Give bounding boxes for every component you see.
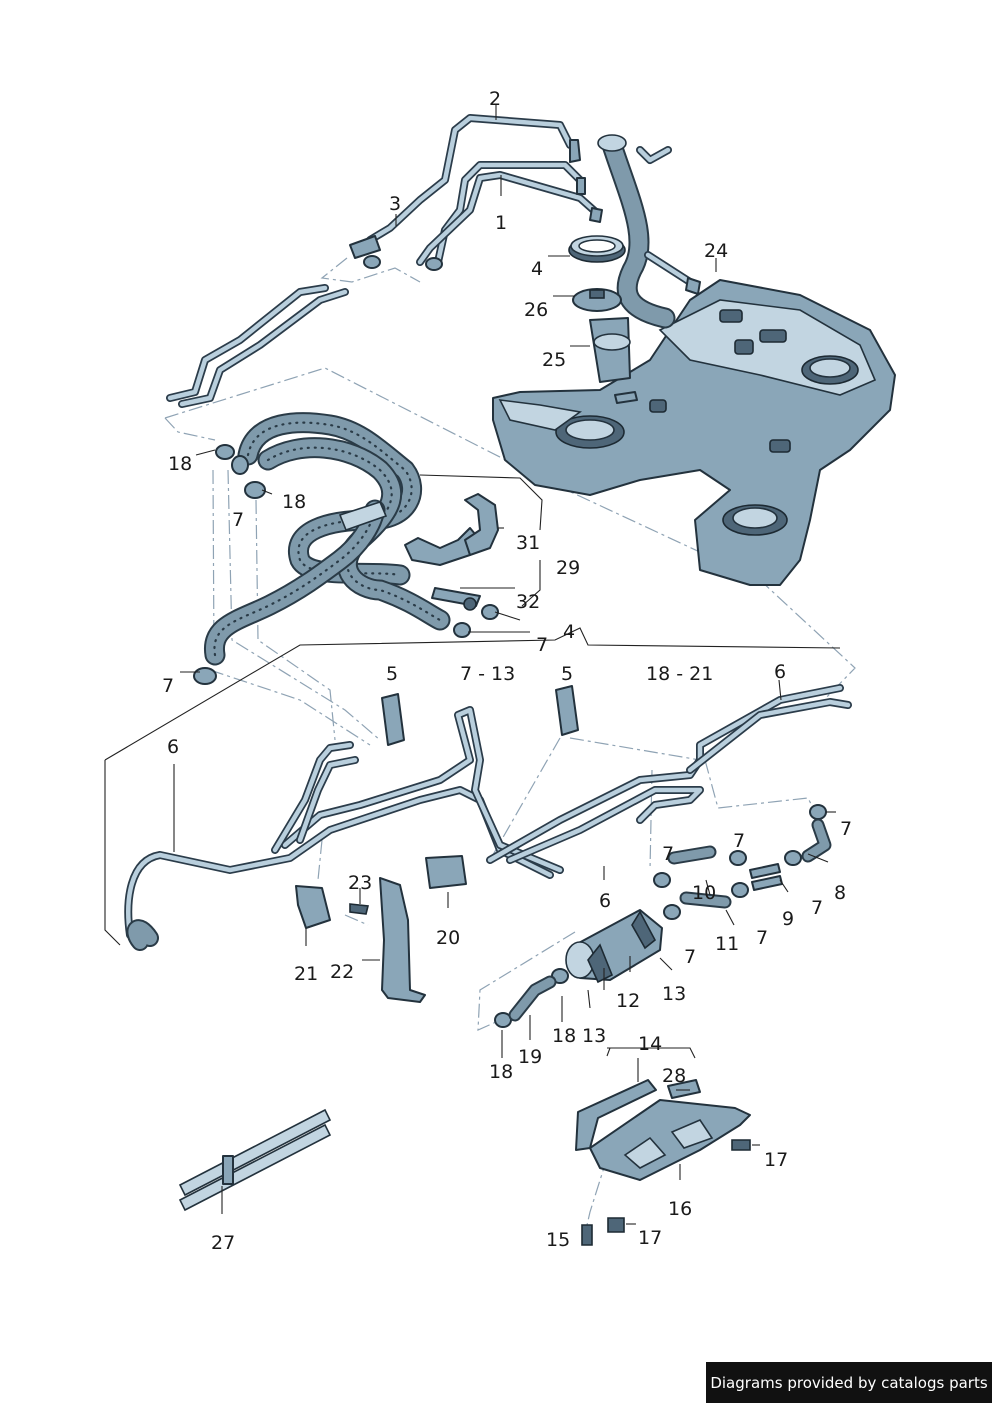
callout-17-a: 17 [764,1149,788,1171]
callout-27: 27 [211,1232,235,1254]
callout-18-b: 18 [282,491,306,513]
upper-vent-lines [166,114,603,408]
callout-labels: 1 2 3 4 24 26 25 18 18 7 31 29 32 4 7 7 … [162,88,852,1254]
leader-lines [173,104,836,1225]
callout-13-b: 13 [582,1025,606,1047]
fill-hose-assembly [204,412,451,666]
callout-7-e: 7 [662,843,674,865]
hose-brackets [404,493,499,611]
callout-6-c: 6 [599,890,611,912]
callout-31: 31 [516,532,540,554]
callout-range-18-21: 18 - 21 [646,663,713,685]
callout-10: 10 [692,882,716,904]
callout-18-a: 18 [168,453,192,475]
callout-26: 26 [524,299,548,321]
hose-clamps [193,444,827,1028]
callout-25: 25 [542,349,566,371]
callout-16: 16 [668,1198,692,1220]
callout-7-g: 7 [811,897,823,919]
heat-shield-group [575,1079,751,1246]
callout-6-a: 6 [774,661,786,683]
line-connectors [295,685,579,1003]
callout-18-d: 18 [489,1061,513,1083]
callout-22: 22 [330,961,354,983]
callout-24: 24 [704,240,728,262]
callout-4-upper: 4 [531,258,543,280]
callout-7-c: 7 [162,675,174,697]
callout-7-a: 7 [232,509,244,531]
callout-5-a: 5 [386,663,398,685]
callout-32: 32 [516,591,540,613]
callout-1: 1 [495,212,507,234]
callout-9: 9 [782,908,794,930]
fuel-filter-group [508,818,832,1022]
callout-29: 29 [556,557,580,579]
callout-4-lower: 4 [563,621,575,643]
callout-3: 3 [389,193,401,215]
callout-13-a: 13 [662,983,686,1005]
callout-18-c: 18 [552,1025,576,1047]
callout-range-7-13: 7 - 13 [460,663,515,685]
callout-7-i: 7 [684,946,696,968]
callout-19: 19 [518,1046,542,1068]
callout-8: 8 [834,882,846,904]
credit-banner: Diagrams provided by catalogs parts [706,1362,992,1403]
callout-14: 14 [638,1033,662,1055]
callout-7-b: 7 [536,634,548,656]
callout-15: 15 [546,1229,570,1251]
callout-23: 23 [348,872,372,894]
callout-12: 12 [616,990,640,1012]
filler-neck [597,134,701,329]
callout-7-d: 7 [840,818,852,840]
callout-7-h: 7 [756,927,768,949]
fuel-line-bundle [124,684,852,951]
callout-11: 11 [715,933,739,955]
callout-5-b: 5 [561,663,573,685]
group-brackets [104,474,841,1059]
callout-7-f: 7 [733,830,745,852]
fuel-tank [492,279,896,586]
fuel-pump-assembly [568,235,638,404]
callout-28: 28 [662,1065,686,1087]
callout-6-b: 6 [167,736,179,758]
callout-17-b: 17 [638,1227,662,1249]
callout-2: 2 [489,88,501,110]
clip-strip [178,1108,332,1212]
callout-21: 21 [294,963,318,985]
callout-20: 20 [436,927,460,949]
